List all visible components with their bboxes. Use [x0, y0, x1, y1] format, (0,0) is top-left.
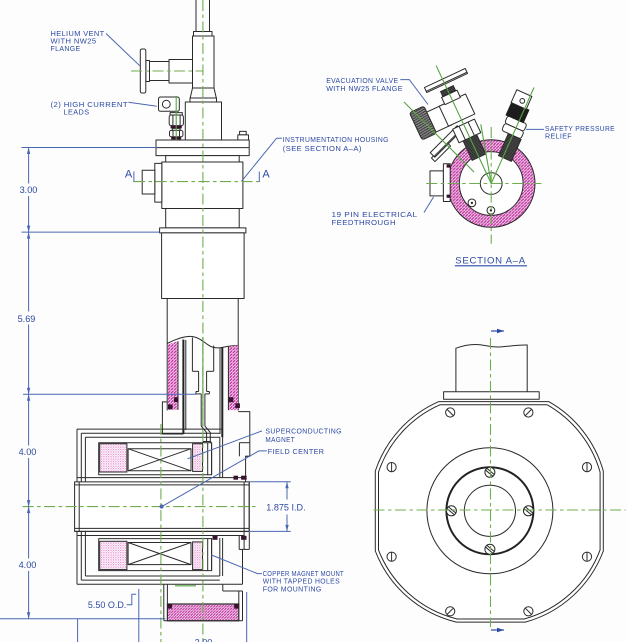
svg-text:RELIEF: RELIEF — [545, 132, 572, 141]
svg-text:19 PIN ELECTRICAL: 19 PIN ELECTRICAL — [332, 210, 418, 219]
svg-text:WITH NW25 FLANGE: WITH NW25 FLANGE — [326, 84, 403, 93]
svg-text:4.00: 4.00 — [19, 559, 37, 570]
svg-text:WITH TAPPED HOLES: WITH TAPPED HOLES — [263, 577, 340, 586]
svg-text:SUPERCONDUCTING: SUPERCONDUCTING — [265, 426, 342, 435]
svg-text:5.69: 5.69 — [18, 313, 36, 324]
svg-text:WITH NW25: WITH NW25 — [51, 37, 97, 46]
svg-text:1.875 I.D.: 1.875 I.D. — [266, 502, 305, 513]
svg-text:FIELD CENTER: FIELD CENTER — [268, 447, 325, 456]
svg-text:2.00: 2.00 — [195, 637, 213, 642]
svg-text:FEEDTHROUGH: FEEDTHROUGH — [332, 218, 397, 227]
svg-text:HELIUM VENT: HELIUM VENT — [51, 29, 105, 38]
svg-text:SAFETY PRESSURE: SAFETY PRESSURE — [545, 124, 615, 133]
svg-text:4.00: 4.00 — [19, 446, 37, 457]
svg-text:(2) HIGH CURRENT: (2) HIGH CURRENT — [51, 100, 129, 109]
svg-text:LEADS: LEADS — [64, 107, 90, 116]
svg-text:FOR MOUNTING: FOR MOUNTING — [263, 584, 322, 593]
svg-text:INSTRUMENTATION HOUSING: INSTRUMENTATION HOUSING — [283, 135, 389, 144]
svg-text:COPPER MAGNET MOUNT: COPPER MAGNET MOUNT — [263, 569, 344, 578]
svg-text:EVACUATION VALVE: EVACUATION VALVE — [326, 76, 398, 85]
svg-text:3.00: 3.00 — [20, 184, 38, 195]
svg-text:(SEE SECTION A–A): (SEE SECTION A–A) — [283, 144, 362, 153]
svg-text:MAGNET: MAGNET — [265, 435, 295, 444]
svg-text:A: A — [125, 168, 133, 180]
svg-text:A: A — [262, 168, 270, 180]
svg-text:FLANGE: FLANGE — [51, 44, 81, 53]
svg-text:5.50 O.D.: 5.50 O.D. — [88, 599, 126, 610]
svg-text:SECTION A–A: SECTION A–A — [455, 255, 526, 266]
